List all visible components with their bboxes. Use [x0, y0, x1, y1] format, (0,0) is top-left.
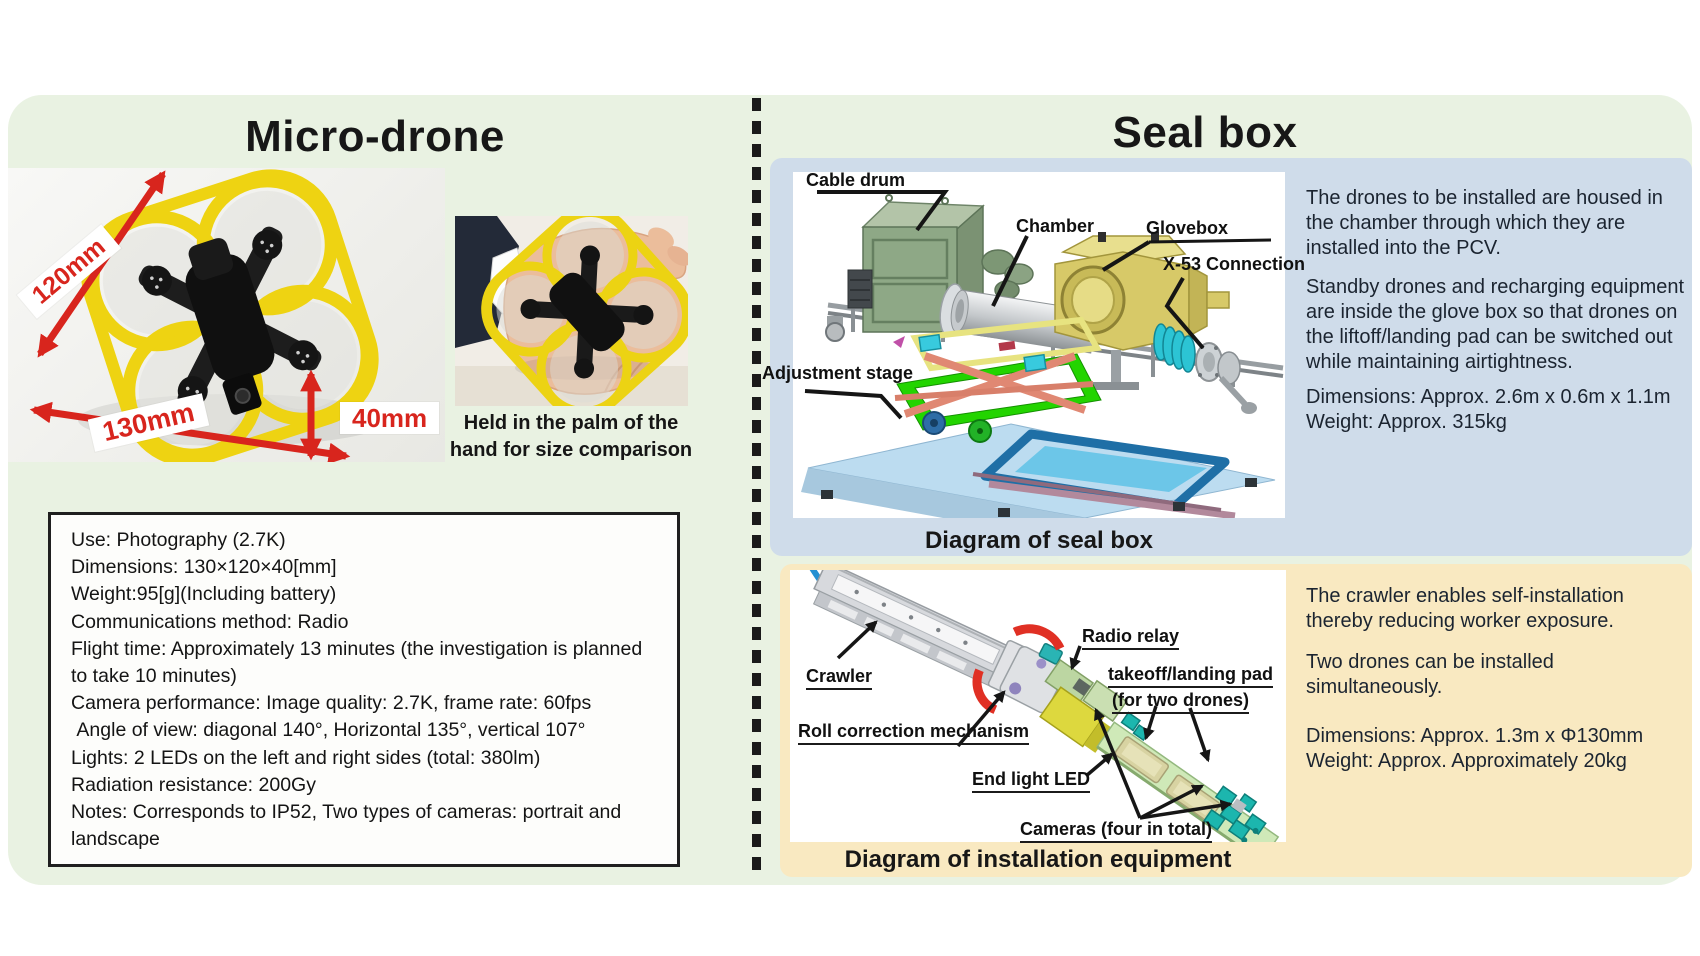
palm-photo-caption: Held in the palm of the hand for size co…	[440, 410, 702, 464]
installation-diagram	[790, 570, 1286, 842]
seal-box-diagram	[793, 172, 1285, 518]
spec-line-notes: Notes: Corresponds to IP52, Two types of…	[71, 801, 627, 851]
label-for-two-drones: (for two drones)	[1112, 690, 1249, 714]
installation-illustration	[790, 570, 1286, 842]
spec-line-use: Use: Photography (2.7K)	[71, 529, 286, 551]
label-glovebox: Glovebox	[1146, 218, 1229, 238]
installation-paragraph-1: The crawler enables self-installation th…	[1306, 585, 1624, 632]
spec-line-flight-time: Flight time: Approximately 13 minutes (t…	[71, 637, 648, 688]
palm-photo	[455, 216, 688, 406]
adjustment-stage-part	[893, 316, 1102, 443]
crawler-boom	[800, 570, 1033, 696]
spec-line-angle: Angle of view: diagonal 140°, Horizontal…	[71, 719, 586, 742]
camera-cluster	[1203, 785, 1267, 842]
micro-drone-title: Micro-drone	[245, 112, 505, 161]
suit-sleeve	[455, 216, 519, 348]
spec-line-lights: Lights: 2 LEDs on the left and right sid…	[71, 746, 541, 769]
spec-line-weight: Weight:95[g](Including battery)	[71, 583, 337, 606]
dimension-label-40mm: 40mm	[340, 402, 440, 434]
seal-box-dimensions: Dimensions: Approx. 2.6m x 0.6m x 1.1m	[1306, 386, 1671, 408]
micro-drone-illustration	[29, 169, 388, 462]
label-adjustment-stage: Adjustment stage	[762, 363, 914, 383]
label-chamber: Chamber	[1016, 216, 1095, 236]
label-cable-drum: Cable drum	[806, 170, 906, 190]
installation-weight: Weight: Approx. Approximately 20kg	[1306, 750, 1627, 772]
spec-line-communications: Communications method: Radio	[71, 610, 349, 633]
seal-box-illustration	[793, 172, 1285, 518]
label-crawler: Crawler	[806, 666, 873, 690]
seal-box-title: Seal box	[1112, 108, 1298, 157]
seal-box-diagram-caption: Diagram of seal box	[924, 527, 1154, 554]
label-end-light-led: End light LED	[972, 769, 1090, 793]
spec-line-camera: Camera performance: Image quality: 2.7K,…	[71, 692, 592, 715]
spec-line-radiation: Radiation resistance: 200Gy	[71, 773, 316, 796]
label-x53-connection: X-53 Connection	[1163, 254, 1306, 274]
palm-illustration	[455, 216, 688, 406]
dashed-divider	[752, 98, 761, 874]
installation-diagram-caption: Diagram of installation equipment	[844, 846, 1232, 873]
x53-connection-part	[1153, 323, 1257, 414]
label-roll-correction: Roll correction mechanism	[798, 721, 1030, 745]
palm-caption-line1: Held in the palm of the	[463, 412, 679, 434]
drone-spec-box: Use: Photography (2.7K) Dimensions: 130×…	[48, 512, 680, 867]
label-cameras: Cameras (four in total)	[1020, 819, 1213, 843]
palm-caption-line2: hand for size comparison	[449, 439, 693, 461]
spec-line-dimensions: Dimensions: 130×120×40[mm]	[71, 556, 337, 579]
installation-text: The crawler enables self-installation th…	[1306, 584, 1692, 774]
drone-on-palm	[481, 216, 688, 406]
installation-dimensions: Dimensions: Approx. 1.3m x Φ130mm	[1306, 725, 1644, 747]
label-takeoff-landing-pad: takeoff/landing pad	[1108, 664, 1274, 688]
seal-box-paragraph-1: The drones to be installed are housed in…	[1306, 187, 1663, 259]
seal-box-text: The drones to be installed are housed in…	[1306, 186, 1692, 435]
installation-paragraph-2: Two drones can be installed simultaneous…	[1306, 651, 1554, 698]
seal-box-weight: Weight: Approx. 315kg	[1306, 411, 1507, 433]
micro-drone-photo: 120mm 130mm 40mm	[8, 168, 445, 462]
seal-box-paragraph-2: Standby drones and recharging equipment …	[1306, 276, 1685, 373]
label-radio-relay: Radio relay	[1082, 626, 1180, 650]
